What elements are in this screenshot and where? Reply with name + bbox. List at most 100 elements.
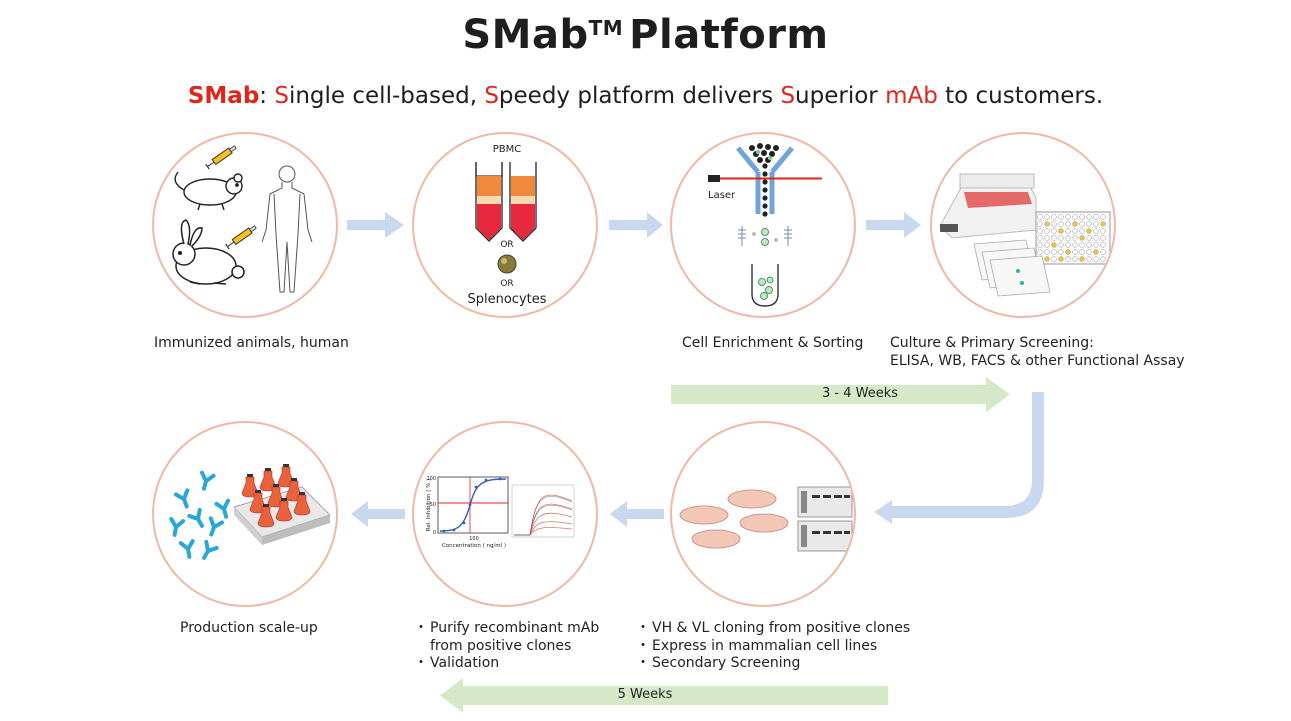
- well: [1079, 221, 1085, 227]
- caption-screening-line1: Culture & Primary Screening:: [890, 335, 1094, 351]
- well: [1044, 214, 1050, 220]
- flow-arrow-1: [347, 212, 404, 238]
- well: [1100, 256, 1106, 262]
- laser-label: Laser: [708, 190, 736, 201]
- svg-text:Concentration ( ng/ml ): Concentration ( ng/ml ): [442, 543, 506, 549]
- step-sorting-circle: Laser: [670, 132, 856, 318]
- binding-kinetics-plot: [511, 484, 575, 538]
- cloning-bullet-3: Secondary Screening: [636, 655, 910, 673]
- well: [1051, 221, 1057, 227]
- well: [1037, 242, 1043, 248]
- well: [1100, 228, 1106, 234]
- step-pbmc-circle: PBMC OR OR Splenocytes: [412, 132, 598, 318]
- flask-icon: [293, 492, 311, 516]
- rabbit-icon: [172, 219, 245, 285]
- step-screening-circle: [930, 132, 1116, 318]
- caption-production: Production scale-up: [180, 620, 318, 636]
- mouse-icon: [174, 171, 243, 211]
- well: [1044, 249, 1050, 255]
- well: [1072, 235, 1078, 241]
- well: [1065, 214, 1071, 220]
- well: [1072, 221, 1078, 227]
- caption-immunization: Immunized animals, human: [154, 335, 349, 351]
- svg-text:100: 100: [469, 536, 479, 542]
- flow-arrow-2: [609, 212, 663, 238]
- flask-icon: [257, 504, 275, 528]
- well: [1044, 235, 1050, 241]
- well: [1093, 228, 1099, 234]
- well: [1072, 214, 1078, 220]
- tube-icon: [475, 162, 503, 242]
- tube-icon: [509, 162, 537, 242]
- well: [1079, 214, 1085, 220]
- antibody-icon: [173, 488, 190, 509]
- page-subtitle: SMab: Single cell-based, Speedy platform…: [187, 83, 1104, 109]
- well: [1051, 249, 1057, 255]
- antibody-icon: [169, 517, 186, 537]
- well: [1086, 228, 1092, 234]
- laser-icon: [708, 175, 822, 182]
- well: [1086, 235, 1092, 241]
- well: [1051, 235, 1057, 241]
- spleen-bead-icon: [497, 254, 517, 274]
- well: [1100, 214, 1106, 220]
- well: [1058, 242, 1064, 248]
- well: [1051, 214, 1057, 220]
- stacked-plates-icon: [973, 239, 1051, 297]
- well: [1093, 249, 1099, 255]
- step-immunization-circle: [152, 132, 338, 318]
- well: [1037, 214, 1043, 220]
- caption-screening: Culture & Primary Screening: ELISA, WB, …: [890, 335, 1185, 370]
- well: [1100, 249, 1106, 255]
- deflection-plates: [738, 226, 792, 246]
- well: [1079, 228, 1085, 234]
- antibody-icon: [202, 539, 219, 560]
- caption-sorting: Cell Enrichment & Sorting: [682, 335, 864, 351]
- flow-arrow-3: [866, 212, 921, 238]
- step-purify-circle: Rel. Inhibition ( % ) 100 50 0 100 Conce…: [412, 421, 598, 607]
- syringe-icon: [205, 145, 237, 170]
- well: [1079, 249, 1085, 255]
- well: [1058, 256, 1064, 262]
- antibody-icon: [208, 516, 225, 537]
- well: [1072, 249, 1078, 255]
- well: [1037, 221, 1043, 227]
- well: [1058, 214, 1064, 220]
- well: [1037, 249, 1043, 255]
- pbmc-label: PBMC: [493, 144, 522, 155]
- cell-droplets: [749, 143, 779, 217]
- well: [1037, 228, 1043, 234]
- cloning-bullet-1: VH & VL cloning from positive clones: [636, 620, 910, 638]
- well: [1086, 221, 1092, 227]
- well: [1065, 228, 1071, 234]
- antibody-icon: [214, 498, 230, 519]
- purify-bullet-2: Validation: [414, 655, 599, 673]
- well: [1044, 256, 1050, 262]
- well: [1037, 235, 1043, 241]
- svg-text:50: 50: [430, 502, 436, 508]
- well: [1079, 235, 1085, 241]
- flow-arrow-5: [351, 501, 405, 527]
- antibody-icon: [178, 539, 195, 559]
- well: [1058, 228, 1064, 234]
- flow-arrow-connector: [874, 392, 1044, 524]
- human-icon: [261, 165, 313, 293]
- purify-bullet-1: Purify recombinant mAb: [414, 620, 599, 638]
- well: [1086, 256, 1092, 262]
- petri-dish-icon: [679, 489, 789, 549]
- well: [1058, 221, 1064, 227]
- purify-bullet-1-cont: from positive clones: [430, 637, 572, 654]
- culture-flasks-icon: [241, 464, 311, 528]
- well: [1086, 214, 1092, 220]
- step-production-circle: [152, 421, 338, 607]
- well: [1072, 242, 1078, 248]
- svg-text:Rel. Inhibition ( % ): Rel. Inhibition ( % ): [426, 479, 432, 531]
- well: [1065, 235, 1071, 241]
- well: [1051, 242, 1057, 248]
- well: [1058, 249, 1064, 255]
- timeline-arrow-weeks-3-4: [671, 377, 1010, 412]
- well: [1079, 242, 1085, 248]
- well: [1093, 256, 1099, 262]
- gel-image-icon: [797, 486, 853, 552]
- well: [1044, 242, 1050, 248]
